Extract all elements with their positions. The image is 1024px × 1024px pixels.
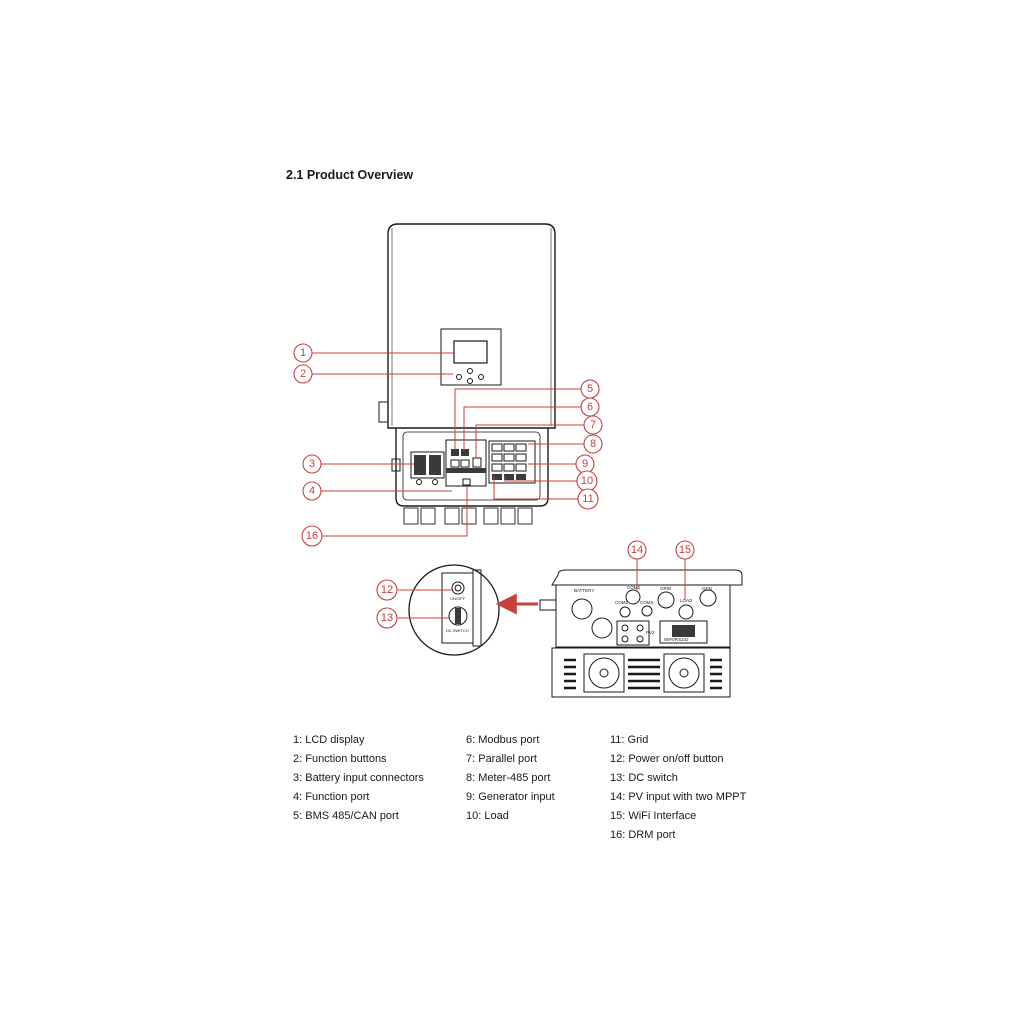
callout-9-number: 9 <box>582 458 588 470</box>
gen-port <box>699 589 717 607</box>
legend-item: 15: WiFi Interface <box>610 810 697 822</box>
callout-15 <box>675 540 695 560</box>
callout-4-number: 4 <box>309 485 315 497</box>
onoff-label: ON/OFF <box>450 596 466 601</box>
function-button <box>467 368 473 374</box>
load-label: LOAD <box>680 598 693 603</box>
callout-markers <box>293 343 695 629</box>
legend-item: 16: DRM port <box>610 829 676 841</box>
callout-12 <box>376 579 398 601</box>
legend-item: 5: BMS 485/CAN port <box>293 810 399 822</box>
page-title: 2.1 Product Overview <box>286 168 414 182</box>
grid-port <box>657 591 675 609</box>
callout-11-number: 11 <box>582 493 593 505</box>
gen-label: GEN <box>702 586 712 591</box>
callout-7 <box>583 415 603 435</box>
battery-label: BATTERY <box>574 588 594 593</box>
callout-12-number: 12 <box>381 584 393 596</box>
legend-column-1: 1: LCD display 2: Function buttons 3: Ba… <box>293 731 424 826</box>
callout-2 <box>293 364 313 384</box>
cooling-fans <box>564 653 722 693</box>
legend-item: 3: Battery input connectors <box>293 772 424 784</box>
cable-glands <box>403 507 533 525</box>
callout-13 <box>376 607 398 629</box>
legend-item: 10: Load <box>466 810 509 822</box>
battery-port <box>571 598 593 620</box>
lcd-panel <box>440 328 502 386</box>
callout-3 <box>302 454 322 474</box>
callout-8-number: 8 <box>590 438 596 450</box>
function-button <box>456 374 462 380</box>
callout-5-number: 5 <box>587 383 593 395</box>
lcd-screen <box>453 340 488 364</box>
pv-input-group <box>616 620 650 646</box>
callout-13-number: 13 <box>381 612 393 624</box>
callout-6-number: 6 <box>587 401 593 413</box>
dc-switch-label: DC SWITCH <box>446 628 469 633</box>
wifi-label: WIFI/RS232 <box>664 637 689 642</box>
inverter-front-view <box>378 223 556 525</box>
legend-item: 13: DC switch <box>610 772 678 784</box>
legend-item: 8: Meter-485 port <box>466 772 551 784</box>
com3-label: COM3 <box>640 600 653 605</box>
inverter-bottom-view <box>539 569 743 698</box>
function-button <box>478 374 484 380</box>
legend-item: 7: Parallel port <box>466 753 537 765</box>
legend-column-3: 11: Grid 12: Power on/off button 13: DC … <box>610 731 746 845</box>
callout-3-number: 3 <box>309 458 315 470</box>
comm-board <box>445 439 487 487</box>
power-button <box>451 581 465 595</box>
callout-7-number: 7 <box>590 419 596 431</box>
bottom-panel-labels: BATTERY COM2 COM1 COM3 GRID LOAD GEN PV2… <box>574 585 712 642</box>
callout-11 <box>577 488 599 510</box>
legend-item: 4: Function port <box>293 791 370 803</box>
callout-1-number: 1 <box>300 347 306 359</box>
com3-port <box>641 605 653 617</box>
callout-16 <box>301 525 323 547</box>
legend-item: 1: LCD display <box>293 734 365 746</box>
callout-16-number: 16 <box>306 530 318 542</box>
callout-8 <box>583 434 603 454</box>
callout-14-number: 14 <box>631 544 643 556</box>
wifi-port <box>659 620 708 644</box>
callout-4 <box>302 481 322 501</box>
ac-terminal-blocks <box>488 440 536 484</box>
legend-item: 9: Generator input <box>466 791 555 803</box>
function-button <box>467 378 473 384</box>
legend-item: 12: Power on/off button <box>610 753 724 765</box>
legend-item: 14: PV input with two MPPT <box>610 791 747 803</box>
callout-14 <box>627 540 647 560</box>
grid-label: GRID <box>660 586 672 591</box>
com2-label: COM2 <box>627 585 640 590</box>
callout-numbers: 1 2 3 4 5 6 7 8 9 10 11 16 12 13 14 15 <box>300 347 691 624</box>
legend-column-2: 6: Modbus port 7: Parallel port 8: Meter… <box>466 731 555 826</box>
pv-label: PV2 <box>646 630 655 635</box>
dc-switch <box>448 606 468 626</box>
callout-15-number: 15 <box>679 544 691 556</box>
load-port <box>678 604 694 620</box>
com2-port <box>625 589 641 605</box>
legend-item: 6: Modbus port <box>466 734 540 746</box>
com1-port <box>619 606 631 618</box>
callout-leaders <box>312 352 686 619</box>
legend-item: 11: Grid <box>610 734 649 746</box>
com1-label: COM1 <box>615 600 628 605</box>
callout-1 <box>293 343 313 363</box>
legend-item: 2: Function buttons <box>293 753 387 765</box>
callout-10-number: 10 <box>581 475 593 487</box>
battery-connector-block <box>410 451 445 479</box>
callout-2-number: 2 <box>300 368 306 380</box>
side-detail-view <box>408 564 500 656</box>
